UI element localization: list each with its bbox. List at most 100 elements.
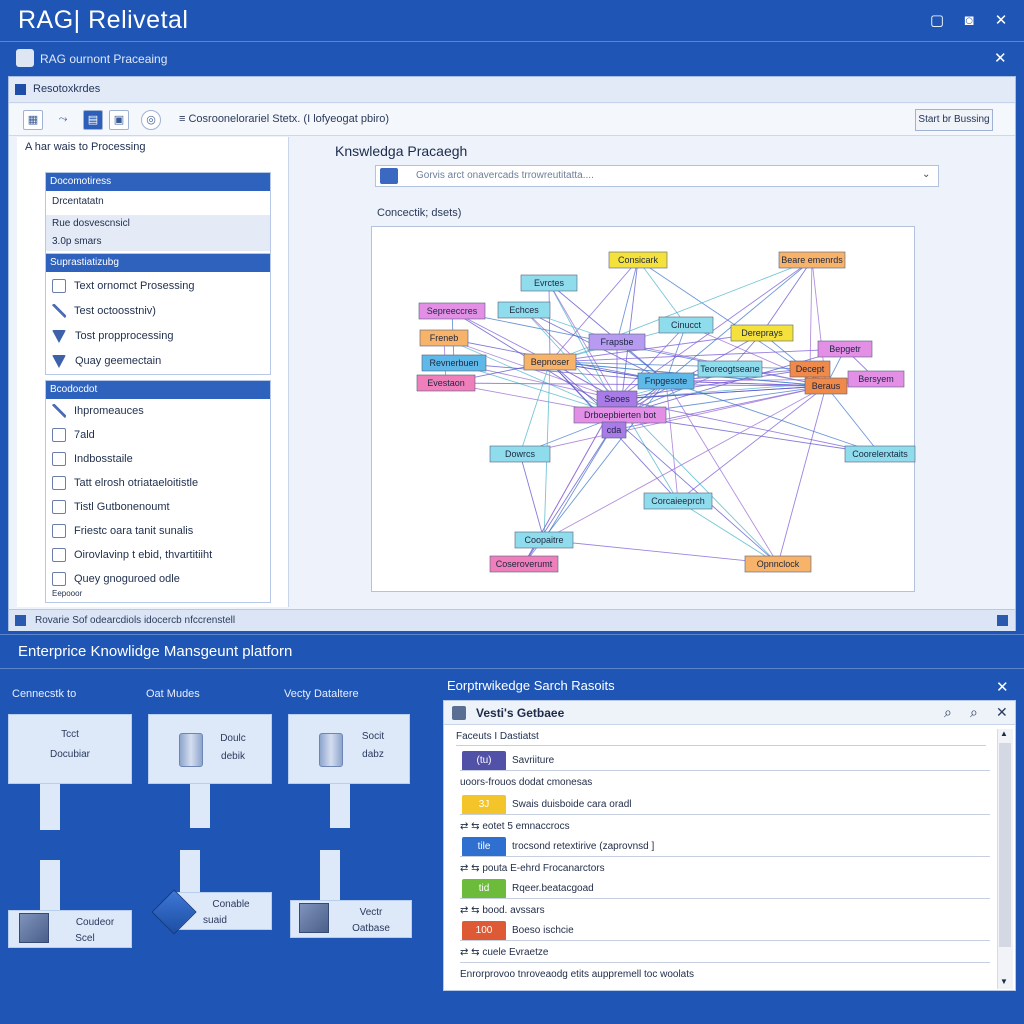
tree-item[interactable]: Test octoosstniv) [52,299,156,323]
graph-node-box[interactable] [804,377,848,395]
graph-node-box[interactable] [844,445,916,463]
graph-node[interactable]: Corcaieeprch [643,492,713,510]
graph-node[interactable]: Coseroverumt [489,555,559,573]
graph-node[interactable]: Frapsbe [588,333,646,351]
graph-node-box[interactable] [523,353,577,371]
graph-node-box[interactable] [489,445,551,463]
source-card-text[interactable]: Tcct Docubiar [8,714,132,784]
minimize-icon[interactable]: ▢ [929,12,945,29]
tree-item[interactable]: Quay geemectain [52,349,161,373]
graph-node-box[interactable] [778,251,846,269]
close-icon[interactable]: ✕ [994,12,1008,29]
result-label[interactable]: Savriiture [512,755,555,766]
graph-node[interactable]: Decept [789,360,831,378]
tree-item[interactable]: Text ornomct Prosessing [52,274,194,298]
chevron-down-icon[interactable]: ⌄ [922,169,931,180]
result-label[interactable]: trocsond retextirive (zaprovnsd ] [512,841,655,852]
graph-node-box[interactable] [497,301,551,319]
close-icon[interactable]: ✕ [996,679,1009,696]
graph-node-box[interactable] [514,531,574,549]
tree-item[interactable]: Tistl Gutbonenoumt [52,495,170,519]
graph-node-box[interactable] [697,360,763,378]
scrollbar-thumb[interactable] [999,743,1011,947]
graph-node[interactable]: Coorelerxtaits [844,445,916,463]
graph-node-box[interactable] [520,274,578,292]
grid-icon[interactable]: ▤ [83,110,103,130]
graph-node[interactable]: Beare emenrds [778,251,846,269]
graph-search-input[interactable]: Gorvis arct onavercads trrowreutitatta..… [375,165,939,187]
graph-node-box[interactable] [419,329,469,347]
graph-node-box[interactable] [418,302,486,320]
vector-db-card[interactable]: Socit dabz [288,714,410,784]
result-row[interactable]: Enrorprovoo tnroveaodg etits auppremell … [460,969,695,980]
restore-icon[interactable]: ◙ [964,12,974,29]
tree-item[interactable]: Indbosstaile [52,447,133,471]
graph-node-box[interactable] [588,333,646,351]
graph-node-box[interactable] [744,555,812,573]
graph-node-box[interactable] [658,316,714,334]
tree-item[interactable]: Tost propprocessing [52,324,173,348]
result-badge[interactable]: tile [462,837,506,857]
graph-node[interactable]: Dowrcs [489,445,551,463]
graph-node[interactable]: Consicark [608,251,668,269]
tree-item[interactable]: Ihpromeauces [52,399,144,423]
tree-item[interactable]: Friestc oara tanit sunalis [52,519,193,543]
graph-node[interactable]: Teoreogtseane [697,360,763,378]
graph-icon[interactable]: ⤳ [58,113,68,125]
result-row[interactable]: ⇄ ⇆ pouta E-ehrd Frocanarctors [460,863,605,874]
graph-node[interactable]: Fnpgesote [637,372,695,390]
graph-node[interactable]: Freneb [419,329,469,347]
result-label[interactable]: Swais duisboide cara oradl [512,799,632,810]
result-row[interactable]: ⇄ ⇆ bood. avssars [460,905,545,916]
result-label[interactable]: Rqeer.beatacgoad [512,883,594,894]
tree-item[interactable]: 7ald [52,423,95,447]
list-item[interactable]: Drcentatatn [52,196,104,207]
graph-node[interactable]: Revnerbuen [421,354,487,372]
scroll-down-icon[interactable]: ▼ [1000,977,1008,986]
graph-node[interactable]: Opnnclock [744,555,812,573]
result-row[interactable]: ⇄ ⇆ cuele Evraetze [460,947,549,958]
graph-node[interactable]: Bepgetr [817,340,873,358]
subwindow-close-icon[interactable]: ✕ [994,50,1007,67]
graph-node-box[interactable] [608,251,668,269]
result-label[interactable]: Boeso ischcie [512,925,574,936]
result-badge[interactable]: (tu) [462,751,506,771]
graph-node[interactable]: Echces [497,301,551,319]
list-item[interactable]: Rue dosvescnsicl [46,215,270,233]
graph-node-box[interactable] [416,374,476,392]
tree-item[interactable]: Oirovlavinp t ebid, thvartitiiht [52,543,212,567]
graph-node-box[interactable] [817,340,873,358]
close-icon[interactable]: ✕ [996,704,1008,720]
settings-icon[interactable]: ◎ [141,110,161,130]
search-icon[interactable]: ⌕ [944,704,952,720]
graph-node-box[interactable] [730,324,794,342]
graph-node-box[interactable] [601,421,627,439]
graph-node[interactable]: Evestaon [416,374,476,392]
result-badge[interactable]: 3J [462,795,506,815]
graph-node-box[interactable] [789,360,831,378]
source-card-connector[interactable]: Coudeor Scel [8,910,132,948]
graph-node[interactable]: Seoes [596,390,638,408]
result-badge[interactable]: 100 [462,921,506,941]
graph-node-box[interactable] [637,372,695,390]
graph-node[interactable]: cda [601,421,627,439]
start-search-button[interactable]: Start br Bussing [915,109,993,131]
graph-node-box[interactable] [643,492,713,510]
graph-node-box[interactable] [489,555,559,573]
graph-node[interactable]: Coopaitre [514,531,574,549]
zoom-icon[interactable]: ⌕ [970,704,978,720]
graph-node-box[interactable] [847,370,905,388]
tree-item[interactable]: Quey gnoguroed odle [52,567,180,591]
model-card[interactable]: Doulc debik [148,714,272,784]
result-row[interactable]: ⇄ ⇆ eotet 5 emnaccrocs [460,821,570,832]
graph-node[interactable]: Dereprays [730,324,794,342]
graph-node[interactable]: Bersyem [847,370,905,388]
vector-db-card-bottom[interactable]: Vectr Oatbase [290,900,412,938]
tree-item[interactable]: Eepooor [52,587,82,601]
resize-icon[interactable] [997,615,1008,626]
graph-node[interactable]: Drboepbierten bot [573,406,667,424]
graph-node[interactable]: Beraus [804,377,848,395]
list-item[interactable]: 3.0p smars [46,233,270,251]
